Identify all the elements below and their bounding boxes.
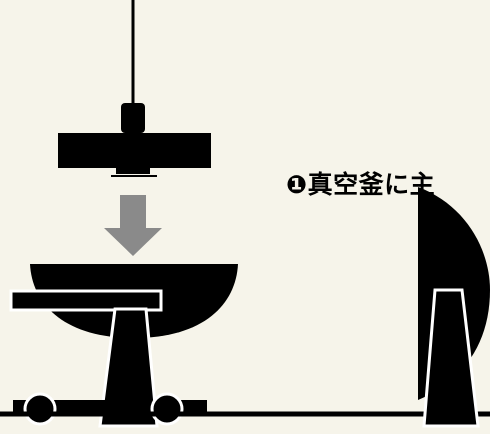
wheel-icon — [23, 392, 57, 426]
lid-nozzle — [116, 168, 150, 174]
pedestal-left — [98, 307, 159, 428]
lid-connector — [121, 103, 145, 133]
wheel-icon — [150, 392, 184, 426]
step-caption: ❶真空釜に主 — [286, 170, 436, 199]
loading-platform — [9, 289, 163, 312]
pedestal-right — [422, 288, 480, 428]
chamber-lid — [58, 133, 211, 168]
down-arrow-icon — [104, 195, 162, 256]
